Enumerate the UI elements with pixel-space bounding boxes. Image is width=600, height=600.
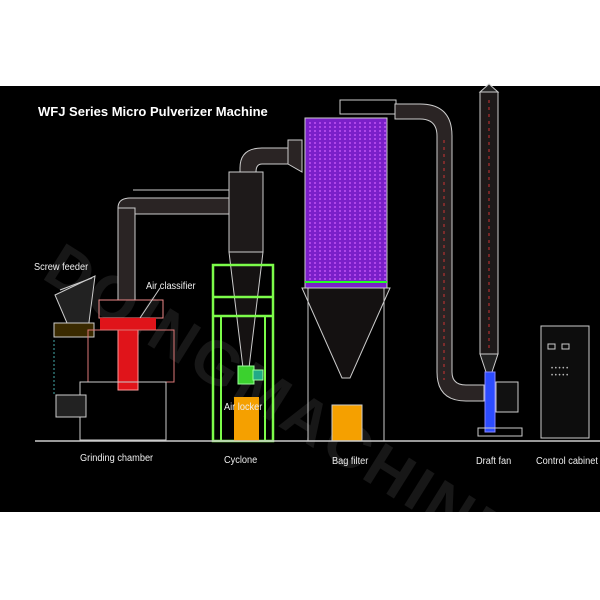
cyclone-bin bbox=[234, 397, 259, 441]
label-draft-fan: Draft fan bbox=[476, 456, 512, 467]
duct-cyclone-to-filter bbox=[239, 139, 303, 173]
label-air-locker: Air locker bbox=[224, 402, 263, 413]
bag-filter bbox=[301, 99, 397, 442]
svg-text:• • • • •: • • • • • bbox=[551, 366, 568, 372]
label-air-classifier: Air classifier bbox=[146, 281, 196, 292]
label-grinding-chamber: Grinding chamber bbox=[80, 453, 154, 464]
duct-filter-to-fan bbox=[394, 103, 485, 402]
page-title: WFJ Series Micro Pulverizer Machine bbox=[38, 104, 268, 119]
label-control-cabinet: Control cabinet bbox=[536, 456, 598, 467]
svg-text:• • • • •: • • • • • bbox=[551, 373, 568, 379]
label-bag-filter: Bag filter bbox=[332, 456, 369, 467]
grinding-chamber bbox=[53, 275, 175, 441]
label-screw-feeder: Screw feeder bbox=[34, 262, 89, 273]
cyclone bbox=[211, 171, 275, 443]
control-cabinet: • • • • • • • • • • bbox=[540, 325, 590, 439]
label-cyclone: Cyclone bbox=[224, 455, 258, 466]
draft-fan bbox=[477, 83, 523, 437]
filter-bin bbox=[331, 404, 363, 442]
